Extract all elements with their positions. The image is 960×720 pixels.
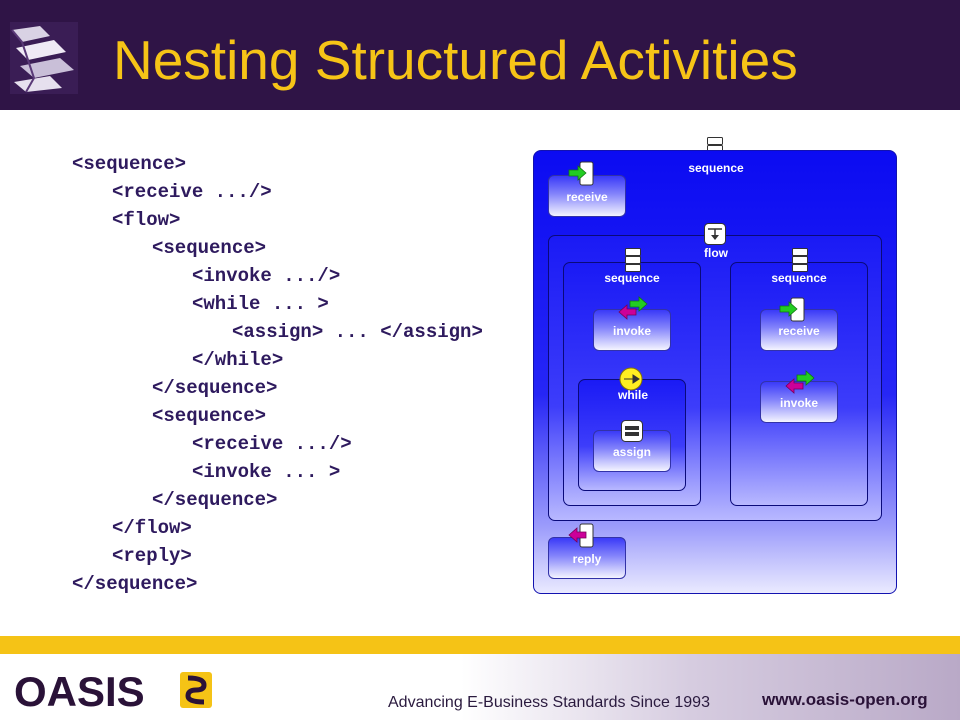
left-invoke-activity: invoke <box>593 309 671 351</box>
while-icon <box>619 367 643 391</box>
receive-label: receive <box>566 190 608 204</box>
right-sequence-icon <box>792 248 808 272</box>
slide-header: Nesting Structured Activities <box>0 0 960 110</box>
flow-icon <box>704 223 726 245</box>
left-invoke-icon <box>618 296 648 320</box>
reply-icon <box>568 523 594 548</box>
left-sequence-icon <box>625 248 641 272</box>
flow-label: flow <box>704 246 728 260</box>
right-sequence-label: sequence <box>771 271 827 285</box>
code-line: <receive .../> <box>112 181 272 203</box>
code-line: <reply> <box>112 545 192 567</box>
left-invoke-label: invoke <box>612 324 651 338</box>
code-line: <assign> ... </assign> <box>232 321 483 343</box>
code-line: <sequence> <box>152 237 267 259</box>
right-sequence-container: sequence receive invoke <box>730 262 868 506</box>
code-line: </sequence> <box>72 573 198 595</box>
while-label: while <box>617 388 648 402</box>
code-line: </flow> <box>112 517 192 539</box>
code-line: </sequence> <box>152 377 278 399</box>
flow-container: flow sequence invoke while assign sequen… <box>548 235 882 521</box>
code-line: <sequence> <box>72 153 187 175</box>
code-line: </sequence> <box>152 489 278 511</box>
right-invoke-activity: invoke <box>760 381 838 423</box>
assign-label: assign <box>612 445 651 459</box>
code-line: </while> <box>192 349 284 371</box>
process-diagram: sequence receive flow sequence invoke wh… <box>533 150 897 594</box>
outer-sequence-label: sequence <box>688 161 744 175</box>
oasis-logo: OASIS <box>14 668 212 712</box>
code-line: <sequence> <box>152 405 267 427</box>
code-line: <invoke ... > <box>192 461 341 483</box>
right-receive-icon <box>779 297 805 322</box>
receive-icon <box>568 161 594 186</box>
right-invoke-icon <box>785 370 815 394</box>
reply-label: reply <box>572 552 602 566</box>
right-receive-label: receive <box>778 324 820 338</box>
assign-icon <box>621 420 643 442</box>
slide-footer <box>0 654 960 720</box>
footer-gold-bar <box>0 636 960 654</box>
code-line: <receive .../> <box>192 433 352 455</box>
header-graphic-icon <box>10 22 78 94</box>
footer-url[interactable]: www.oasis-open.org <box>762 690 928 709</box>
left-sequence-label: sequence <box>604 271 660 285</box>
oasis-logo-text: OASIS <box>14 668 145 712</box>
code-line: <flow> <box>112 209 181 231</box>
right-invoke-label: invoke <box>779 396 818 410</box>
slide-title: Nesting Structured Activities <box>113 29 798 91</box>
code-line: <invoke .../> <box>192 265 341 287</box>
code-line: <while ... > <box>192 293 329 315</box>
footer-tagline: Advancing E-Business Standards Since 199… <box>388 694 710 711</box>
